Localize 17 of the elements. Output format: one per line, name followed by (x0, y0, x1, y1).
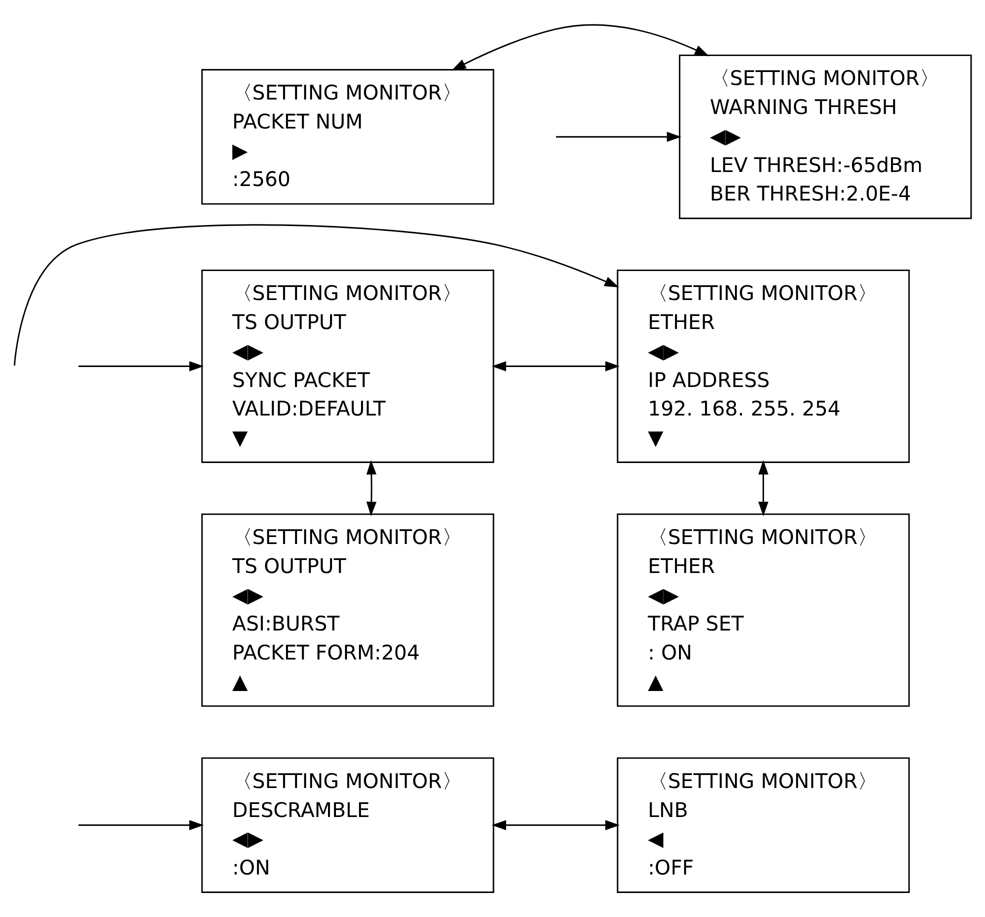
arrow (492, 820, 620, 830)
arrow (556, 132, 682, 142)
node-box: 〈SETTING MONITOR〉 WARNING THRESH ◀▶ LEV THRESH:-65dBm BER THRESH:2.0E-4 (678, 54, 972, 220)
node-box: 〈SETTING MONITOR〉 DESCRAMBLE ◀▶ :ON (201, 757, 494, 893)
arrow (78, 361, 204, 372)
node-box: 〈SETTING MONITOR〉 ETHER ◀▶ IP ADDRESS 192. 168. 255. 254 ▼ (616, 270, 910, 463)
arrow (78, 820, 204, 830)
arrow (14, 224, 620, 366)
node-box: 〈SETTING MONITOR〉 LNB ◀ :OFF (616, 757, 910, 893)
node-box: 〈SETTING MONITOR〉 ETHER ◀▶ TRAP SET : ON ▲ (616, 513, 910, 707)
arrow (452, 24, 710, 71)
arrow (492, 361, 620, 372)
node-box: 〈SETTING MONITOR〉 PACKET NUM ▶ :2560 (201, 69, 494, 205)
node-box: 〈SETTING MONITOR〉 TS OUTPUT ◀▶ ASI:BURST PACKET FORM:204 ▲ (201, 513, 494, 707)
node-box: 〈SETTING MONITOR〉 TS OUTPUT ◀▶ SYNC PACKET VALID:DEFAULT ▼ (201, 270, 494, 463)
arrow (758, 460, 768, 516)
arrow (366, 460, 376, 516)
